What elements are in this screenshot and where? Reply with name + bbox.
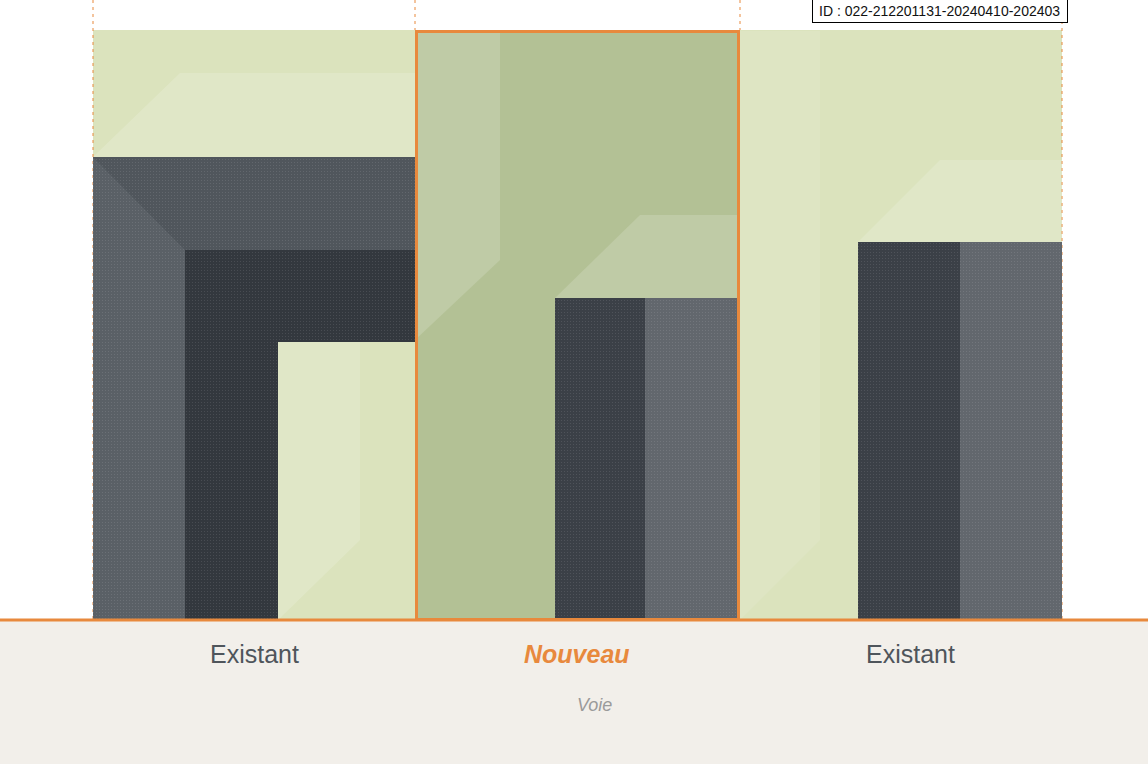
id-stamp-text: ID : 022-212201131-20240410-202403 (819, 3, 1061, 19)
new-building (555, 298, 737, 620)
id-stamp-box: ID : 022-212201131-20240410-202403 (812, 0, 1068, 23)
existing-building-right (858, 242, 1062, 620)
new-plot-outline (417, 32, 739, 620)
existing-building-left (93, 157, 415, 620)
existing-label: Existant (866, 640, 955, 669)
envelope-zone (93, 30, 1062, 620)
road-label: Voie (577, 695, 612, 716)
new-plot (415, 31, 740, 620)
new-label: Nouveau (524, 640, 630, 669)
road-band (0, 620, 1148, 764)
plot-limits (93, 0, 1062, 620)
existing-label: Existant (210, 640, 299, 669)
shadow-volumes (93, 31, 1062, 620)
street-line (0, 619, 1148, 622)
